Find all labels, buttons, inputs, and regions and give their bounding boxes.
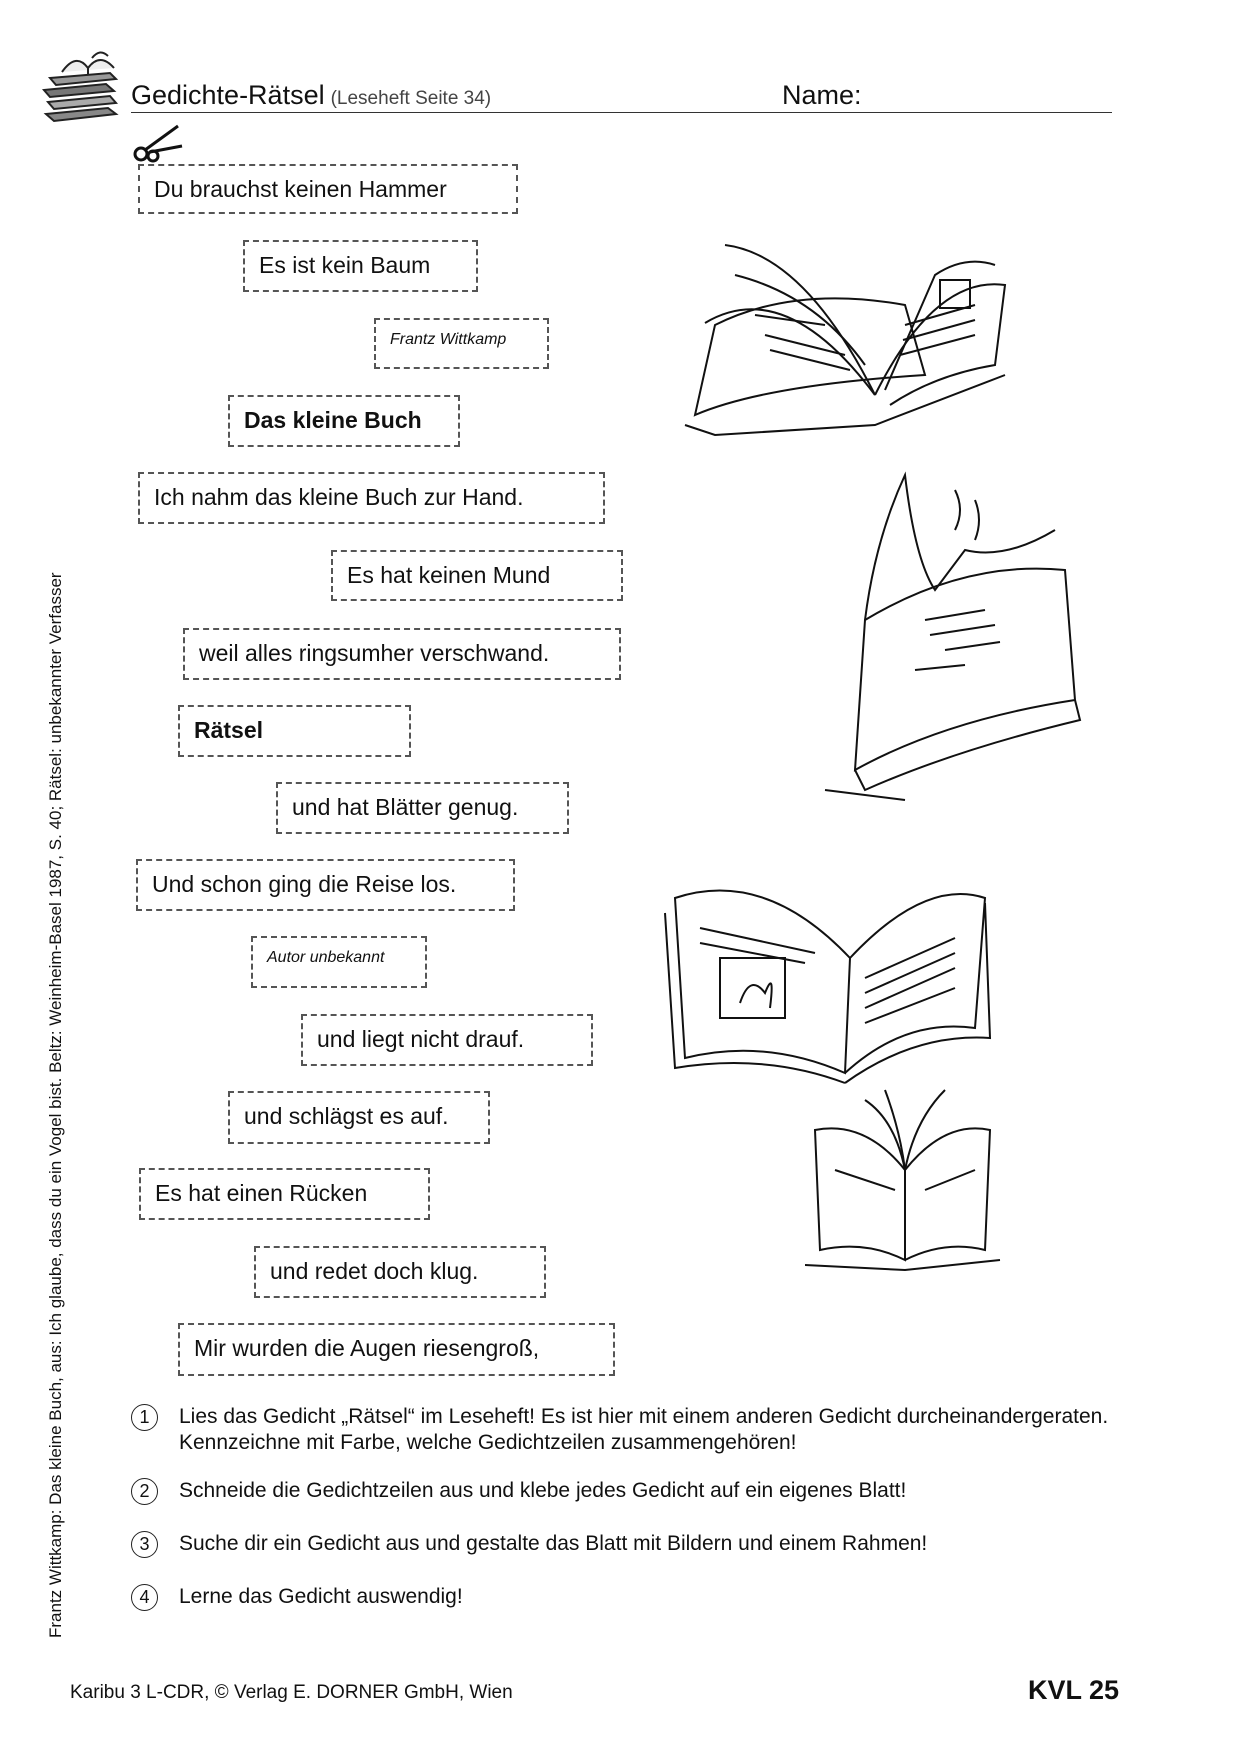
footer-page-code: KVL 25 [1028, 1675, 1120, 1705]
poem-strip[interactable]: Das kleine Buch [228, 395, 460, 447]
small-open-book-icon [804, 1080, 1005, 1275]
footer-publisher: Karibu 3 L-CDR, © Verlag E. DORNER GmbH,… [70, 1682, 513, 1703]
poem-strip[interactable]: Ich nahm das kleine Buch zur Hand. [138, 472, 605, 524]
task-number: 4 [131, 1584, 158, 1611]
poem-strip[interactable]: Es hat einen Rücken [139, 1168, 430, 1220]
task-text: Suche dir ein Gedicht aus und gestalte d… [179, 1532, 928, 1555]
task-text: Lerne das Gedicht auswendig! [179, 1585, 463, 1608]
header-line [131, 112, 1112, 113]
poem-strip[interactable]: und redet doch klug. [254, 1246, 546, 1298]
poem-strip[interactable]: weil alles ringsumher verschwand. [183, 628, 621, 680]
poem-strip[interactable]: Rätsel [178, 705, 411, 757]
poem-strip[interactable]: Und schon ging die Reise los. [136, 859, 515, 911]
subtitle-text: (Leseheft Seite 34) [330, 88, 492, 109]
task-item: 2 Schneide die Gedichtzeilen aus und kle… [131, 1478, 1121, 1508]
task-text: Lies das Gedicht „Rätsel“ im Leseheft! E… [179, 1405, 1109, 1454]
task-text: Schneide die Gedichtzeilen aus und klebe… [179, 1479, 907, 1502]
task-item: 1 Lies das Gedicht „Rätsel“ im Leseheft!… [131, 1404, 1121, 1460]
open-book-icon [655, 858, 1005, 1093]
flipping-book-icon [805, 470, 1095, 810]
name-label: Name: [782, 80, 862, 110]
title-text: Gedichte-Rätsel [131, 80, 325, 110]
task-number: 1 [131, 1404, 158, 1431]
poem-strip[interactable]: Es hat keinen Mund [331, 550, 623, 601]
poem-strip[interactable]: und liegt nicht drauf. [301, 1014, 593, 1066]
page-title: Gedichte-Rätsel(Leseheft Seite 34) [131, 80, 491, 111]
scissors-icon [132, 124, 184, 164]
task-item: 3 Suche dir ein Gedicht aus und gestalte… [131, 1531, 1121, 1561]
open-book-icon [675, 215, 1015, 455]
task-item: 4 Lerne das Gedicht auswendig! [131, 1584, 1121, 1614]
poem-strip[interactable]: Du brauchst keinen Hammer [138, 164, 518, 214]
source-citation: Frantz Wittkamp: Das kleine Buch, aus: I… [46, 572, 65, 1638]
task-number: 3 [131, 1531, 158, 1558]
poem-strip[interactable]: Frantz Wittkamp [374, 318, 549, 369]
poem-strip[interactable]: Autor unbekannt [251, 936, 427, 988]
poem-strip[interactable]: Es ist kein Baum [243, 240, 478, 292]
poem-strip[interactable]: und schlägst es auf. [228, 1091, 490, 1144]
book-stack-icon [36, 48, 126, 132]
poem-strip[interactable]: und hat Blätter genug. [276, 782, 569, 834]
task-number: 2 [131, 1478, 158, 1505]
poem-strip[interactable]: Mir wurden die Augen riesengroß, [178, 1323, 615, 1376]
